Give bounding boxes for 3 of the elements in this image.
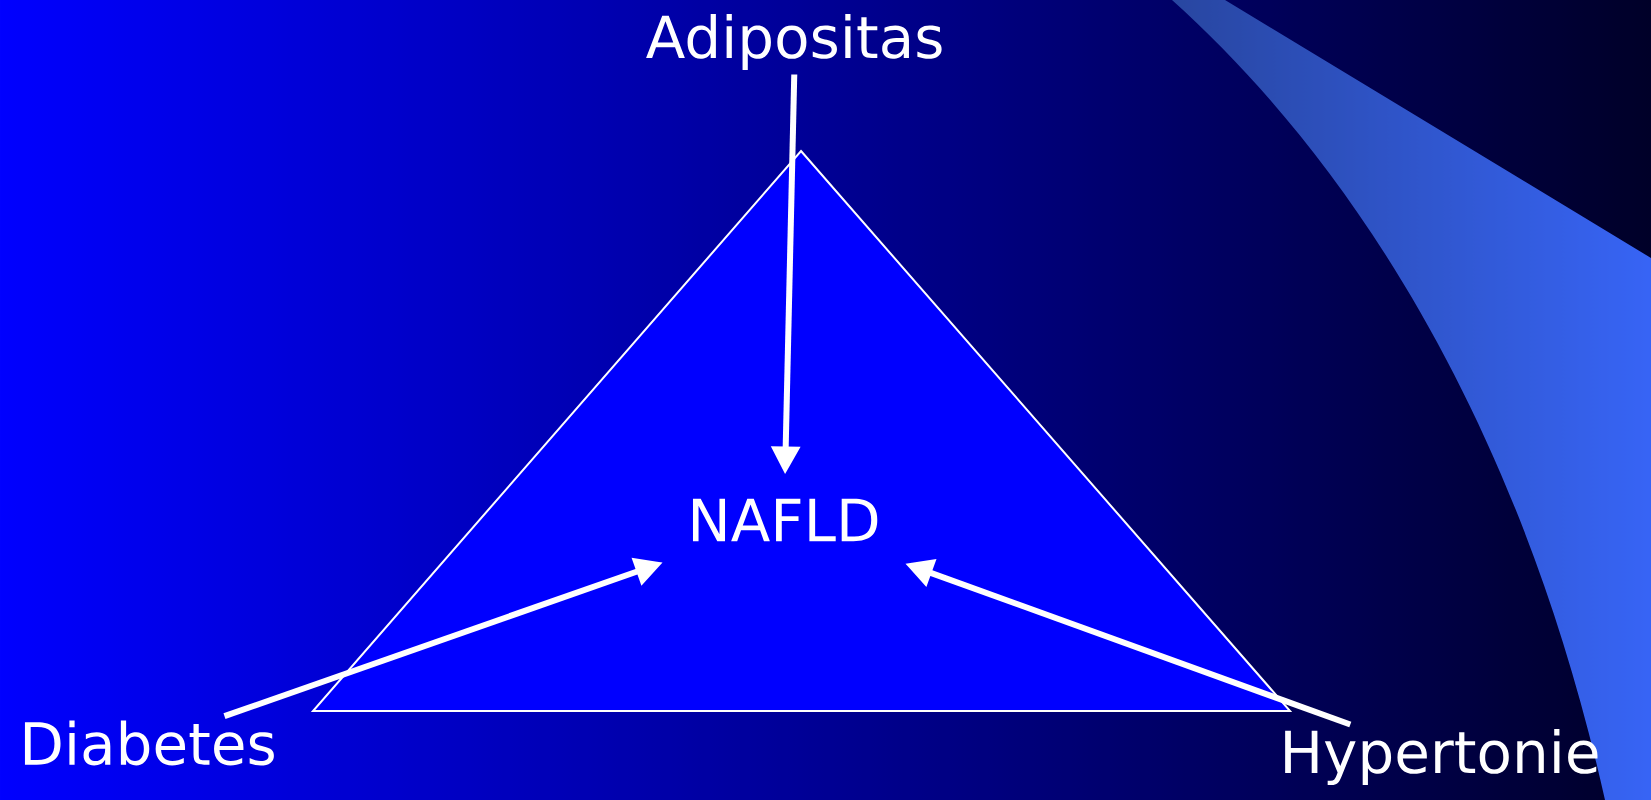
label-text: Diabetes — [24, 720, 274, 766]
label-text: Adipositas — [646, 13, 942, 71]
label-text: Hypertonie — [1285, 728, 1598, 786]
